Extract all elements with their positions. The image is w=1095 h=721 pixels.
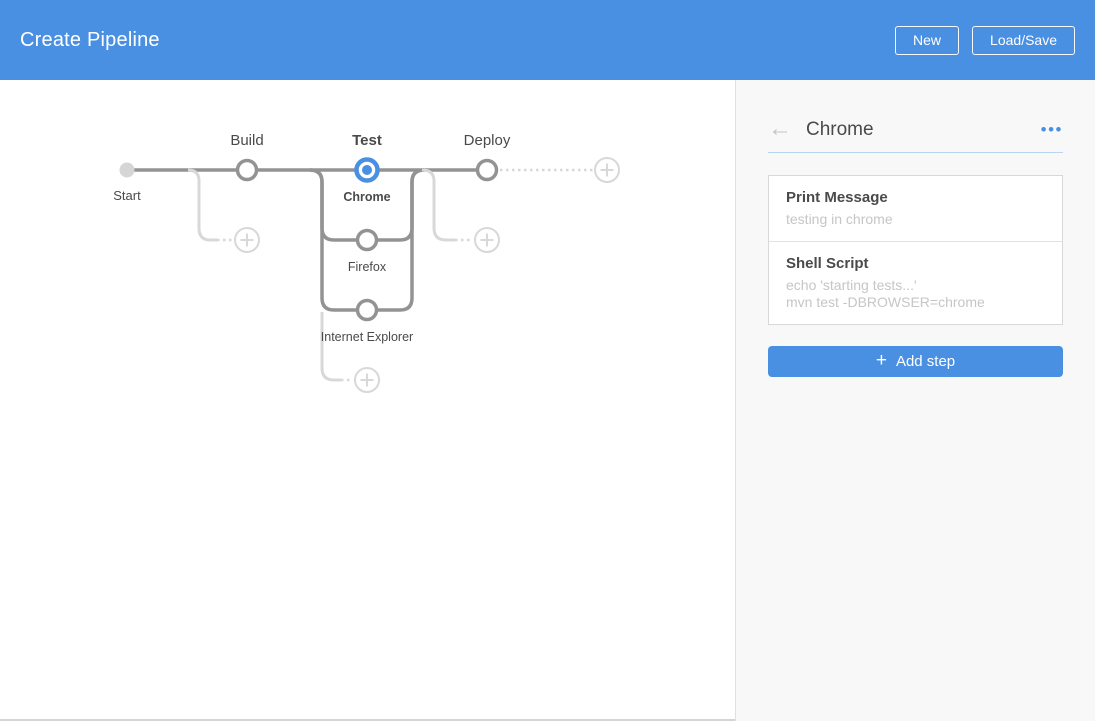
node-deploy[interactable] [475,158,499,182]
node-chrome-selected[interactable] [354,157,380,183]
load-save-button[interactable]: Load/Save [972,25,1075,55]
step-detail: echo 'starting tests...' [786,277,917,293]
start-node [119,162,135,178]
plus-icon [240,233,254,247]
main-area: Build Test Deploy Start Chrome Firefox I… [0,80,1095,721]
step-item-print-message[interactable]: Print Message testing in chrome [769,176,1062,241]
node-internet-explorer[interactable] [355,298,379,322]
plus-icon: + [875,350,887,371]
pipeline-graph: Build Test Deploy Start Chrome Firefox I… [113,132,620,393]
stage-editor-panel: ← Chrome ••• Print Message testing in ch… [735,80,1095,721]
plus-icon [600,163,614,177]
branch-label-internet-explorer[interactable]: Internet Explorer [321,330,413,344]
new-button[interactable]: New [895,25,960,55]
branch-label-chrome[interactable]: Chrome [343,190,390,204]
plus-icon [360,373,374,387]
branch-label-firefox[interactable]: Firefox [348,260,387,274]
pipeline-canvas: Build Test Deploy Start Chrome Firefox I… [0,80,735,721]
step-item-shell-script[interactable]: Shell Script echo 'starting tests...' mv… [769,241,1062,324]
selected-branch-title: Chrome [806,119,874,140]
plus-icon [480,233,494,247]
stage-label-build[interactable]: Build [230,132,263,149]
step-detail: testing in chrome [786,211,893,227]
add-parallel-test-connector [320,312,341,382]
add-parallel-test-button[interactable] [354,367,380,393]
step-title: Shell Script [786,255,869,272]
app-header: Create Pipeline New Load/Save [0,0,1095,80]
add-parallel-deploy-connector [421,168,455,242]
stage-label-test[interactable]: Test [352,132,382,149]
more-options-icon[interactable]: ••• [1040,120,1063,139]
add-stage-button[interactable] [594,157,620,183]
page-title: Create Pipeline [20,28,160,51]
panel-header: ← Chrome ••• [768,114,1063,153]
node-build[interactable] [235,158,259,182]
step-detail: mvn test -DBROWSER=chrome [786,294,985,310]
header-buttons: New Load/Save [895,25,1075,55]
add-parallel-build-button[interactable] [234,227,260,253]
node-chrome-inner-dot [362,165,372,175]
step-title: Print Message [786,189,888,206]
stage-label-deploy[interactable]: Deploy [464,132,511,149]
add-step-label: Add step [895,353,956,370]
add-step-button[interactable]: + Add step [768,346,1063,377]
add-parallel-build-connector [187,168,217,242]
back-arrow-icon[interactable]: ← [768,114,792,142]
node-firefox[interactable] [355,228,379,252]
steps-list: Print Message testing in chrome Shell Sc… [768,175,1063,325]
add-parallel-deploy-button[interactable] [474,227,500,253]
start-label: Start [113,188,141,203]
